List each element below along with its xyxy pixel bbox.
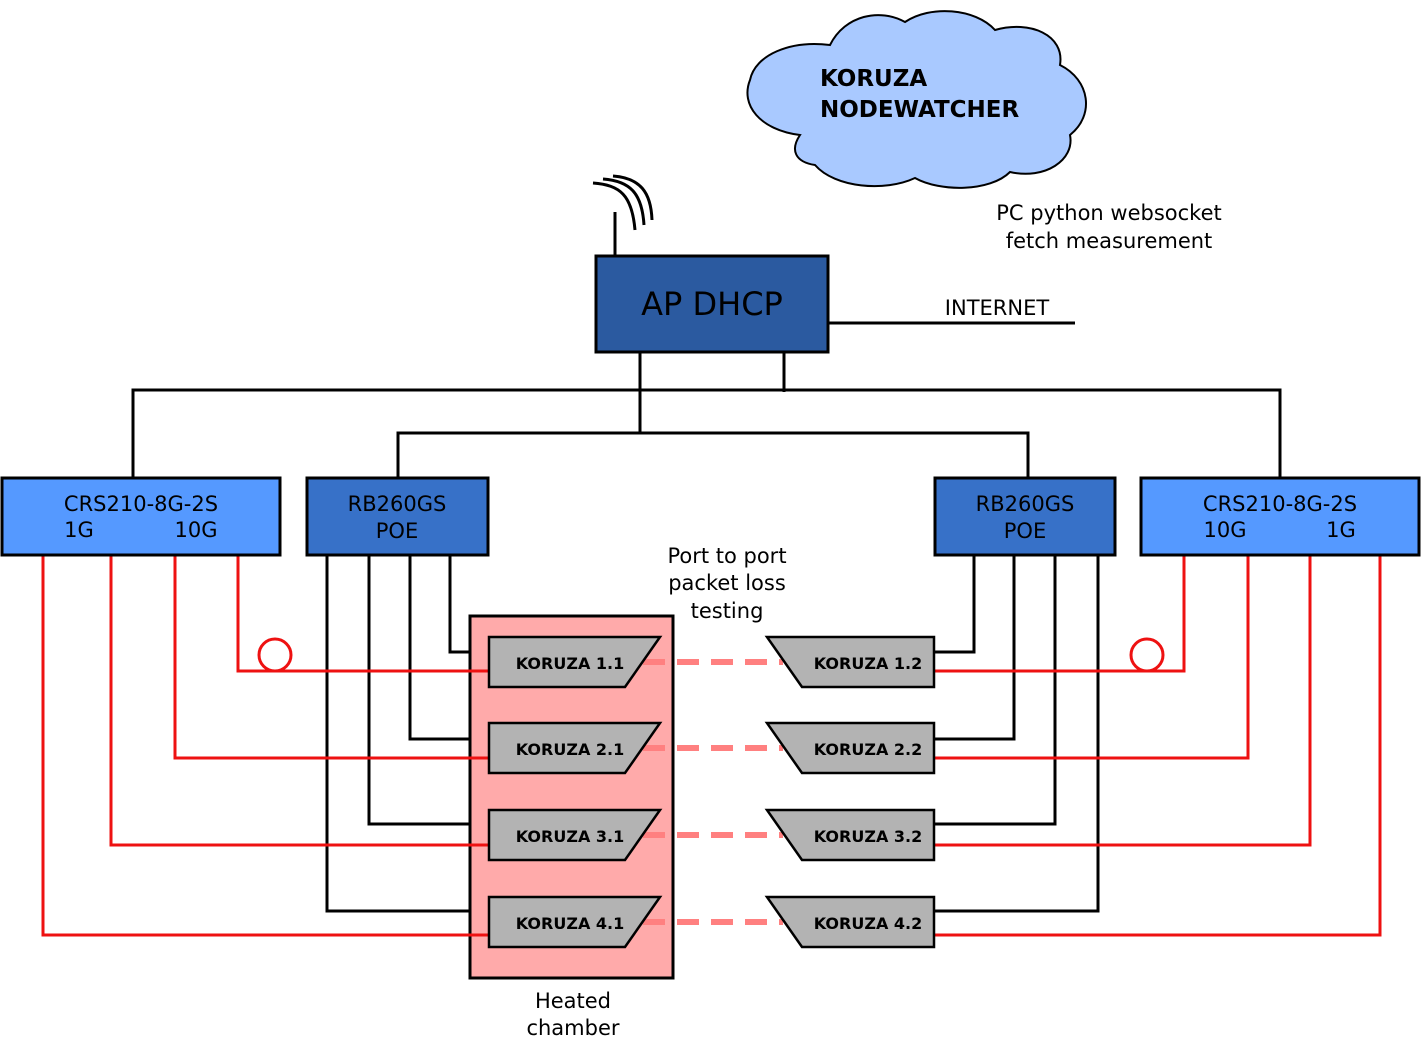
switch-right-port-10g: 10G: [1204, 518, 1247, 542]
wifi-antenna-icon: [592, 174, 654, 255]
koruza-3-1-label: KORUZA 3.1: [516, 827, 625, 846]
switch-left-port-10g: 10G: [175, 518, 218, 542]
koruza-3-1-unit: [487, 808, 663, 862]
ap-dhcp-label: AP DHCP: [641, 285, 783, 323]
koruza-4-1-label: KORUZA 4.1: [516, 914, 625, 933]
units-right: [764, 635, 936, 949]
koruza-3-2-unit: [764, 808, 936, 862]
koruza-4-2-unit: [764, 895, 936, 949]
switch-left-port-1g: 1G: [64, 518, 94, 542]
koruza-2-1-label: KORUZA 2.1: [516, 740, 625, 759]
koruza-1-2-unit: [764, 635, 936, 689]
cloud-title-line1: KORUZA: [820, 66, 927, 92]
koruza-3-2-label: KORUZA 3.2: [814, 827, 923, 846]
switch-right-port-1g: 1G: [1326, 518, 1356, 542]
pc-note-line2: fetch measurement: [1006, 229, 1213, 253]
optical-links: [643, 659, 783, 925]
koruza-4-2-label: KORUZA 4.2: [814, 914, 923, 933]
poe-left-line1: RB260GS: [348, 492, 447, 516]
poe-right-line1: RB260GS: [976, 492, 1075, 516]
fiber-loop-right: [1129, 637, 1165, 673]
pc-note-line1: PC python websocket: [996, 201, 1221, 225]
cloud-title-line2: NODEWATCHER: [820, 97, 1019, 123]
ap-dhcp-box: [594, 254, 830, 354]
internet-label: INTERNET: [945, 296, 1050, 320]
koruza-4-1-unit: [487, 895, 663, 949]
fiber-loop-left: [257, 637, 293, 673]
koruza-2-1-unit: [487, 721, 663, 775]
poe-left-box: [305, 476, 490, 557]
loss-note-line2: packet loss: [668, 571, 786, 595]
koruza-1-1-label: KORUZA 1.1: [516, 654, 625, 673]
koruza-1-2-label: KORUZA 1.2: [814, 654, 923, 673]
chamber-caption-line1: Heated: [535, 989, 611, 1013]
poe-right-line2: POE: [1004, 519, 1046, 543]
switch-left-title: CRS210-8G-2S: [64, 492, 218, 516]
poe-right-box: [933, 476, 1117, 557]
fiber-lines: [41, 555, 1382, 937]
switch-right-title: CRS210-8G-2S: [1203, 492, 1357, 516]
switch-left-box: [0, 476, 282, 557]
chamber-caption-line2: chamber: [526, 1016, 619, 1037]
nodewatcher-cloud: [746, 10, 1087, 189]
koruza-2-2-unit: [764, 721, 936, 775]
ethernet-lines: [131, 352, 1282, 913]
poe-left-line2: POE: [376, 519, 418, 543]
koruza-2-2-label: KORUZA 2.2: [814, 740, 923, 759]
loss-note-line3: testing: [691, 599, 764, 623]
loss-note-line1: Port to port: [667, 544, 786, 568]
units-left: [487, 635, 663, 949]
switch-right-box: [1139, 476, 1421, 557]
koruza-1-1-unit: [487, 635, 663, 689]
